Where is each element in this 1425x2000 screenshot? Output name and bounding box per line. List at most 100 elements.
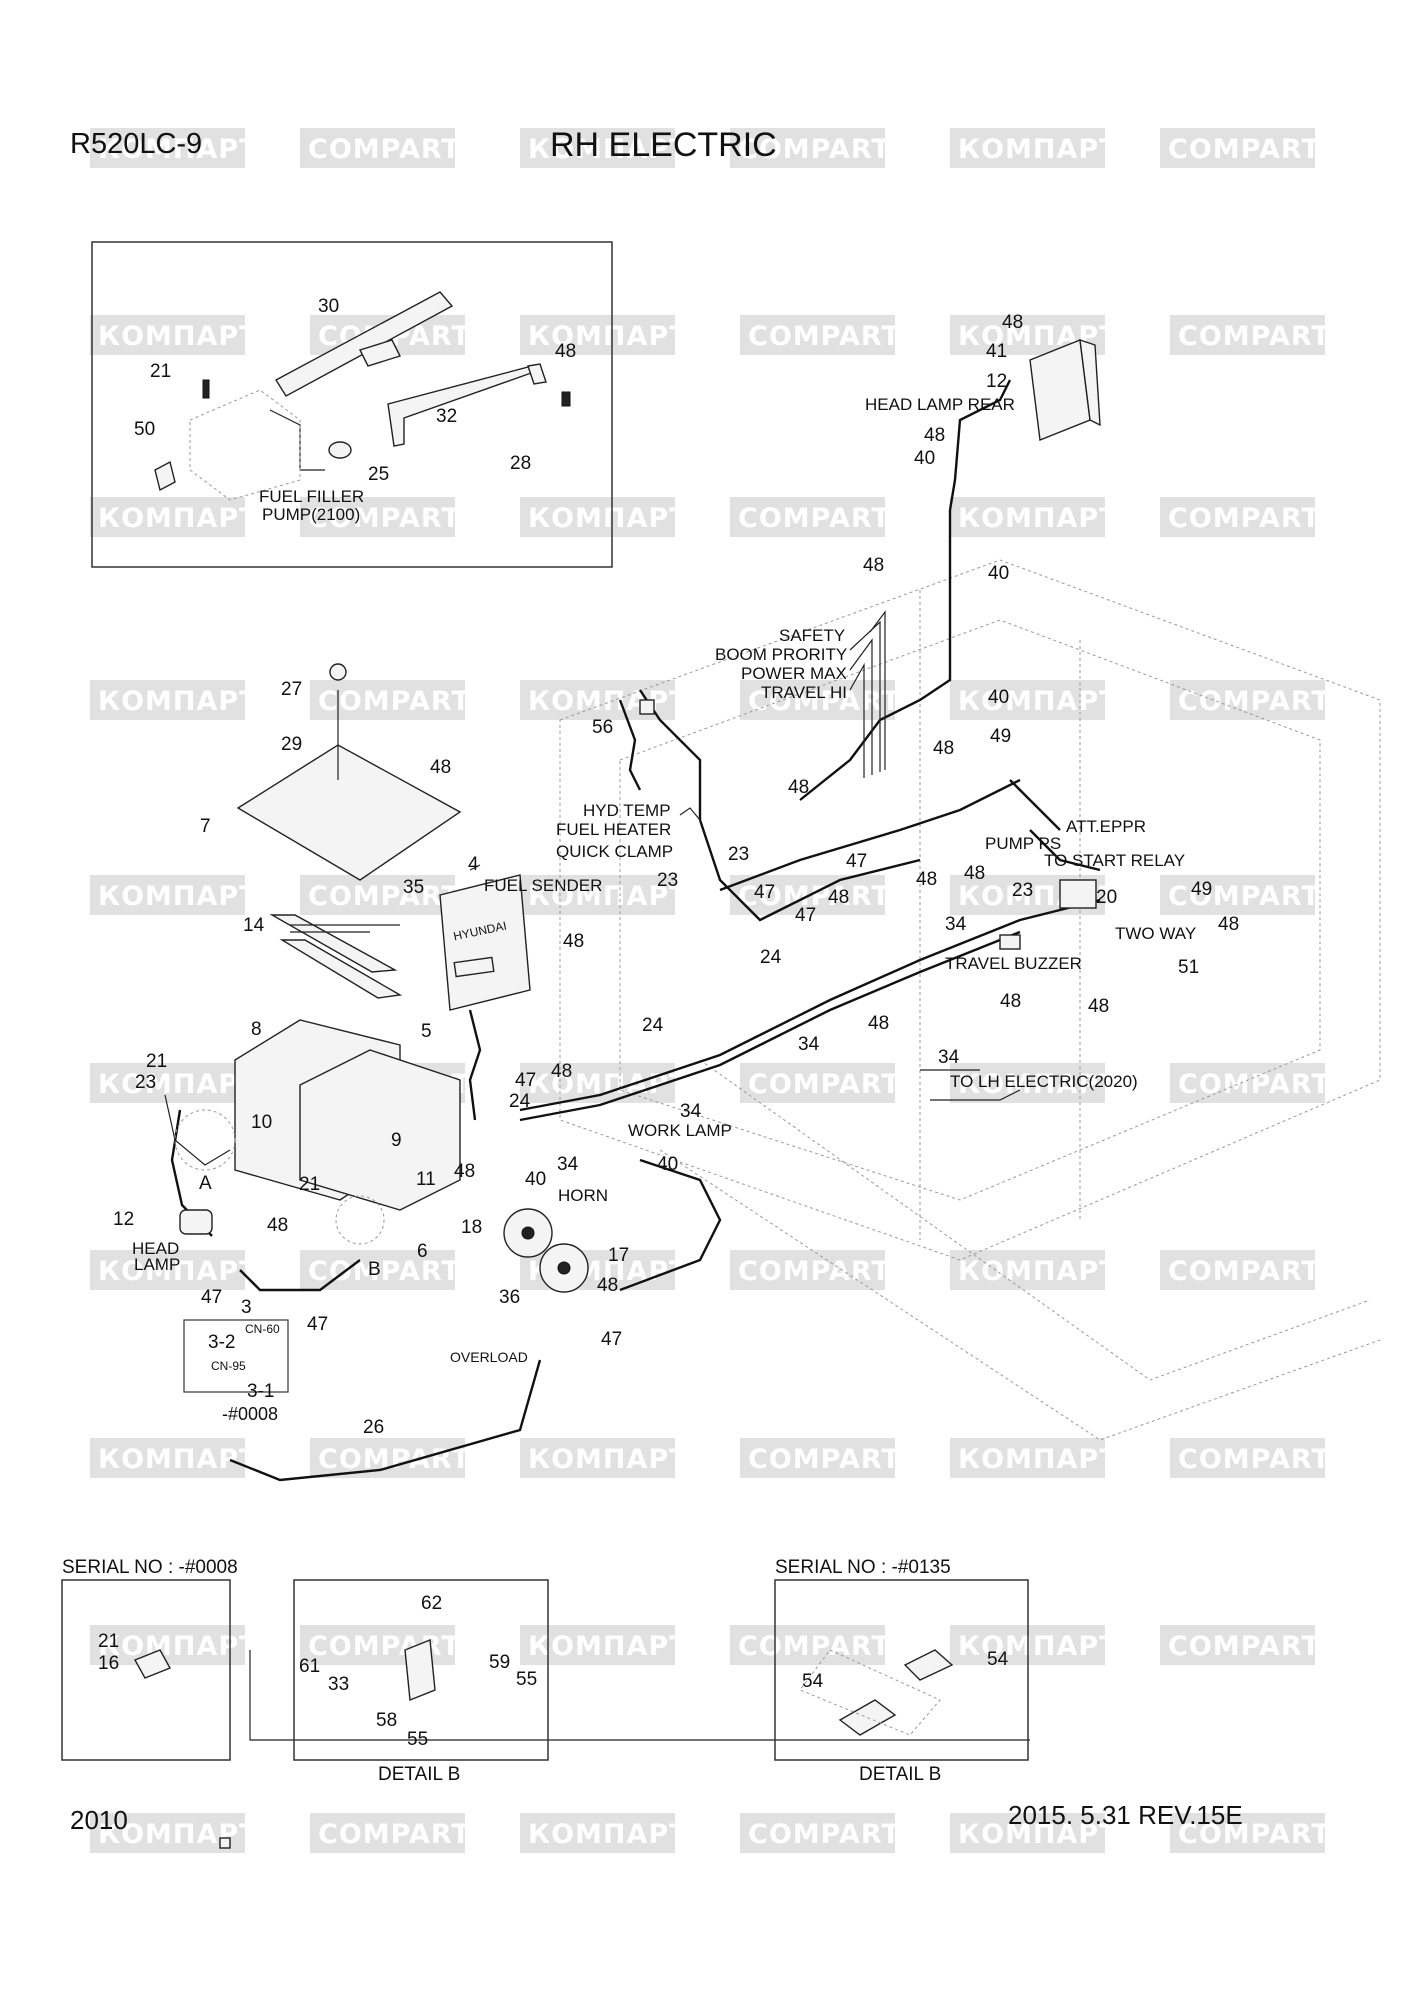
callout: 55 bbox=[407, 1729, 429, 1750]
callout: 54 bbox=[802, 1671, 824, 1692]
fuel-filler-inset-drawing bbox=[154, 291, 571, 501]
callout: 48 bbox=[916, 869, 938, 890]
callout: 17 bbox=[608, 1245, 630, 1266]
page-number: 2010 bbox=[70, 1805, 128, 1835]
callout: 47 bbox=[795, 905, 817, 926]
callout: 24 bbox=[760, 947, 782, 968]
callout: 26 bbox=[363, 1417, 385, 1438]
callout: 12 bbox=[113, 1209, 135, 1230]
callout: 41 bbox=[986, 341, 1008, 362]
callout: 34 bbox=[945, 914, 967, 935]
callout: 3 bbox=[241, 1297, 252, 1318]
callout: 4 bbox=[468, 854, 479, 875]
cn95-label: CN-95 bbox=[211, 1359, 246, 1373]
callout: 33 bbox=[328, 1674, 350, 1695]
travel-hi-label: TRAVEL HI bbox=[761, 683, 847, 702]
callout: 47 bbox=[846, 851, 868, 872]
callout: 35 bbox=[403, 877, 425, 898]
connector-detail-frame bbox=[183, 1319, 289, 1393]
callout: 12 bbox=[986, 371, 1008, 392]
callout: 29 bbox=[281, 734, 303, 755]
callout: 48 bbox=[430, 757, 452, 778]
callout: 24 bbox=[642, 1015, 664, 1036]
serial-0008-label: -#0008 bbox=[222, 1404, 279, 1424]
head-lamp-rear-drawing bbox=[1029, 338, 1101, 441]
callout: 51 bbox=[1178, 957, 1200, 978]
callout: 14 bbox=[243, 915, 265, 936]
revision-date: 2015. 5.31 REV.15E bbox=[1008, 1800, 1243, 1830]
pump-label: PUMP(2100) bbox=[262, 505, 361, 524]
callout: 3-2 bbox=[208, 1332, 236, 1353]
callout: 47 bbox=[201, 1287, 223, 1308]
callout: 56 bbox=[592, 717, 614, 738]
callout: 49 bbox=[990, 726, 1012, 747]
callout: 21 bbox=[299, 1174, 321, 1195]
two-way-label: TWO WAY bbox=[1115, 924, 1197, 943]
serial-box-frame bbox=[61, 1579, 231, 1761]
callout: 27 bbox=[281, 679, 303, 700]
horn-label: HORN bbox=[558, 1186, 609, 1205]
callout: 23 bbox=[1012, 880, 1034, 901]
battery-cover-plate bbox=[236, 663, 462, 881]
cn60-label: CN-60 bbox=[245, 1322, 280, 1336]
callout: 48 bbox=[964, 863, 986, 884]
boom-priority-label: BOOM PRORITY bbox=[715, 645, 848, 664]
callout: 6 bbox=[417, 1241, 428, 1262]
callout: 48 bbox=[1218, 914, 1240, 935]
callout: 47 bbox=[754, 882, 776, 903]
inset-frame-top bbox=[91, 241, 613, 568]
power-max-label: POWER MAX bbox=[741, 664, 847, 683]
callout: 48 bbox=[828, 887, 850, 908]
callout: 40 bbox=[988, 687, 1010, 708]
callout: 54 bbox=[987, 1649, 1009, 1670]
callout: 48 bbox=[1088, 996, 1110, 1017]
callout: 48 bbox=[868, 1013, 890, 1034]
callout: 24 bbox=[509, 1091, 531, 1112]
callout: 55 bbox=[516, 1669, 538, 1690]
detail-b-label: B bbox=[368, 1259, 381, 1280]
travel-buzzer-label: TRAVEL BUZZER bbox=[945, 954, 1082, 973]
callout: 21 bbox=[146, 1051, 168, 1072]
overload-label: OVERLOAD bbox=[450, 1349, 528, 1365]
callout: 3-1 bbox=[247, 1381, 275, 1402]
callout: 48 bbox=[863, 555, 885, 576]
callout: 48 bbox=[267, 1215, 289, 1236]
callout: 48 bbox=[1002, 312, 1024, 333]
callout: 21 bbox=[98, 1631, 120, 1652]
callout: 40 bbox=[657, 1154, 679, 1175]
serial-0135-heading: SERIAL NO : -#0135 bbox=[775, 1557, 951, 1578]
model-code: R520LC-9 bbox=[70, 128, 203, 160]
callout: 18 bbox=[461, 1217, 483, 1238]
pump-ps-label: PUMP PS bbox=[985, 834, 1062, 853]
callout: 47 bbox=[601, 1329, 623, 1350]
callout: 11 bbox=[416, 1169, 436, 1190]
callout: 40 bbox=[914, 448, 936, 469]
callout: 34 bbox=[938, 1047, 960, 1068]
head-lamp-rear-label: HEAD LAMP REAR bbox=[865, 395, 1015, 414]
quick-clamp-label: QUICK CLAMP bbox=[556, 842, 674, 861]
hyd-temp-label: HYD TEMP bbox=[583, 801, 671, 820]
callout-30: 30 bbox=[318, 296, 340, 317]
fuel-filler-label: FUEL FILLER bbox=[259, 487, 365, 506]
callout: 8 bbox=[251, 1019, 262, 1040]
callout: 48 bbox=[924, 425, 946, 446]
callout: 49 bbox=[1191, 879, 1213, 900]
callout-32: 32 bbox=[436, 406, 458, 427]
to-start-relay-label: TO START RELAY bbox=[1044, 851, 1186, 870]
detail-b-left-frame bbox=[293, 1579, 549, 1761]
callout: 47 bbox=[307, 1314, 329, 1335]
fuel-sender-label: FUEL SENDER bbox=[484, 876, 603, 895]
callout: 34 bbox=[680, 1101, 702, 1122]
callout: 23 bbox=[135, 1072, 157, 1093]
callout: 47 bbox=[515, 1070, 537, 1091]
callout: 5 bbox=[421, 1021, 432, 1042]
fuel-heater-label: FUEL HEATER bbox=[556, 820, 672, 839]
callout-21: 21 bbox=[150, 361, 172, 382]
work-lamp-label: WORK LAMP bbox=[628, 1121, 732, 1140]
callout: 34 bbox=[798, 1034, 820, 1055]
to-lh-electric-label: TO LH ELECTRIC(2020) bbox=[950, 1072, 1138, 1091]
callout: 34 bbox=[557, 1154, 579, 1175]
callout: 7 bbox=[200, 816, 211, 837]
callout: 48 bbox=[788, 777, 810, 798]
callout: 23 bbox=[728, 844, 750, 865]
